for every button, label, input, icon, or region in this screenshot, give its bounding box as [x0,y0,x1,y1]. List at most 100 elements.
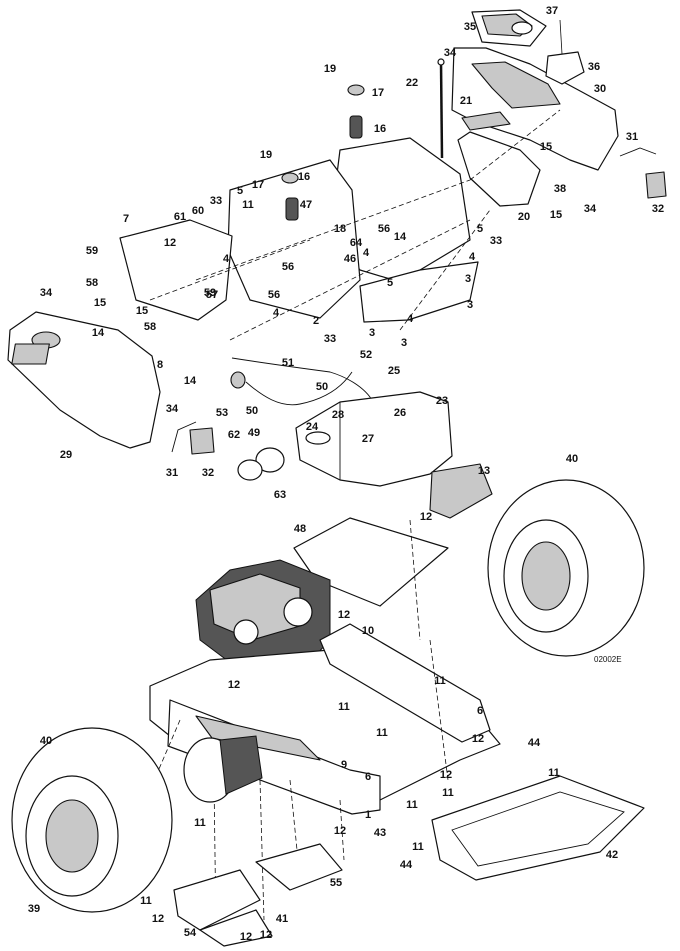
callout-label: 12 [164,237,176,249]
heat-shield [429,463,493,519]
callout-label: 19 [260,149,272,161]
callout-label: 31 [166,467,178,479]
callout-label: 21 [460,95,472,107]
callout-label: 42 [606,849,618,861]
callout-label: 26 [394,407,406,419]
callout-label: 55 [330,877,342,889]
callout-label: 24 [306,421,319,433]
callout-label: 8 [157,359,163,371]
callout-label: 12 [228,679,240,691]
callout-label: 28 [332,409,344,421]
callout-label: 44 [528,737,541,749]
callout-label: 19 [324,63,336,75]
transmission [183,735,263,803]
callout-label: 11 [140,895,152,907]
callout-label: 23 [436,395,448,407]
fuel-fittings [237,447,285,481]
console-cover [451,47,619,207]
callout-label: 40 [566,453,578,465]
callout-label: 31 [626,131,638,143]
callout-label: 22 [406,77,418,89]
callout-label: 6 [365,771,371,783]
mounting-bracket [545,19,585,85]
lift-rod [437,58,445,159]
callout-label: 13 [478,465,490,477]
callout-label: 34 [584,203,597,215]
drawing-reference: 02002E [594,655,622,664]
callout-label: 12 [152,913,164,925]
right-rear-wheel [487,479,645,657]
callout-label: 11 [442,787,454,799]
callout-label: 32 [202,467,214,479]
callout-label: 16 [298,171,310,183]
callout-label: 4 [407,313,414,325]
callout-label: 35 [464,21,476,33]
callout-label: 40 [40,735,52,747]
callout-label: 16 [374,123,386,135]
seat-support-plate [119,137,479,323]
callout-label: 50 [316,381,328,393]
callout-label: 11 [242,199,254,211]
callout-label: 12 [472,733,484,745]
callout-label: 3 [465,273,471,285]
callout-label: 41 [276,913,288,925]
callout-label: 5 [387,277,393,289]
callout-label: 59 [204,287,216,299]
callout-label: 64 [350,237,363,249]
callout-label: 34 [40,287,53,299]
callout-label: 7 [123,213,129,225]
callout-label: 54 [184,927,197,939]
callout-label: 33 [210,195,222,207]
callout-label: 46 [344,253,356,265]
callout-label: 38 [554,183,566,195]
callout-label: 12 [260,929,272,941]
callout-label: 15 [94,297,106,309]
callout-label: 11 [434,675,446,687]
pedal-lever [619,147,667,199]
callout-label: 12 [420,511,432,523]
left-rear-wheel [11,727,173,913]
lower-brackets [173,843,343,947]
callout-label: 11 [548,767,560,779]
callout-label: 56 [378,223,390,235]
callout-label: 44 [400,859,413,871]
callout-label: 12 [440,769,452,781]
callout-label: 52 [360,349,372,361]
callout-label: 57 [206,289,218,301]
callout-label: 4 [363,247,370,259]
callout-label: 62 [228,429,240,441]
callout-label: 56 [282,261,294,273]
spring-assembly [281,84,365,221]
callout-label: 34 [166,403,179,415]
callout-label: 6 [477,705,483,717]
callout-label: 11 [406,799,418,811]
callout-label: 37 [546,5,558,17]
callout-label: 30 [594,83,606,95]
callout-label: 15 [550,209,562,221]
fuel-tank [295,391,453,487]
callout-label: 15 [136,305,148,317]
callout-label: 1 [365,809,371,821]
callout-label: 11 [194,817,206,829]
callout-label: 47 [300,199,312,211]
callout-label: 14 [92,327,105,339]
callout-label: 36 [588,61,600,73]
callout-label: 5 [237,185,243,197]
main-frame [149,623,501,815]
callout-label: 53 [216,407,228,419]
callout-label: 11 [338,701,350,713]
callout-label: 58 [86,277,98,289]
callout-label: 33 [324,333,336,345]
callout-label: 2 [313,315,319,327]
callout-label: 17 [252,179,264,191]
callout-label: 34 [444,47,457,59]
callout-label: 27 [362,433,374,445]
callout-label: 12 [334,825,346,837]
callout-label: 32 [652,203,664,215]
engine-block [195,559,331,673]
callout-label: 10 [362,625,374,637]
callout-label: 60 [192,205,204,217]
callout-label: 5 [477,223,483,235]
